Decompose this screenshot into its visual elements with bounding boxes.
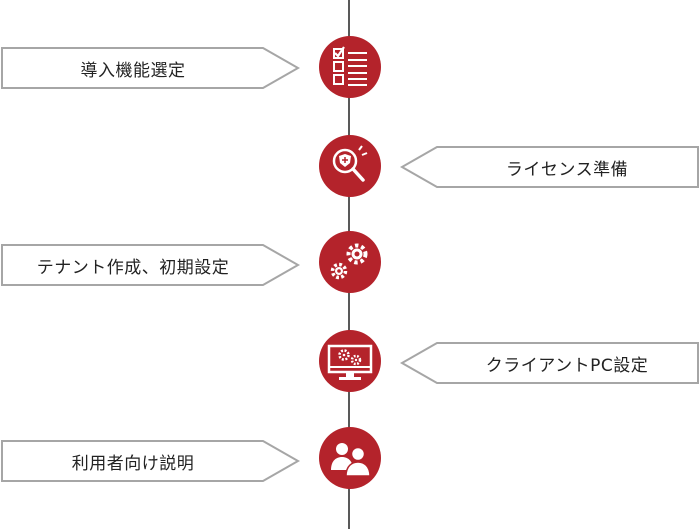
step-5-label: 利用者向け説明 <box>71 453 195 474</box>
step-1 <box>1 36 381 98</box>
step-5-callout-arrow <box>1 440 301 482</box>
step-3-circle <box>319 231 381 293</box>
step-1-callout-arrow <box>1 47 301 89</box>
step-4 <box>319 330 699 392</box>
step-3-callout-arrow <box>1 244 301 286</box>
step-5-circle <box>319 427 381 489</box>
step-4-label: クライアントPC設定 <box>485 355 649 376</box>
step-2-circle <box>319 135 381 197</box>
step-3 <box>1 231 381 293</box>
step-1-label: 導入機能選定 <box>80 60 186 81</box>
checklist-icon <box>333 46 367 86</box>
shield-magnifier-icon <box>332 145 368 182</box>
step-5 <box>1 427 381 489</box>
step-3-label: テナント作成、初期設定 <box>36 257 230 278</box>
step-4-callout-arrow <box>399 342 699 384</box>
step-2 <box>319 135 699 197</box>
step-2-label: ライセンス準備 <box>505 159 629 180</box>
users-icon <box>331 443 371 477</box>
monitor-gears-icon <box>327 344 373 380</box>
step-2-callout-arrow <box>399 146 699 188</box>
gears-icon <box>330 243 368 280</box>
